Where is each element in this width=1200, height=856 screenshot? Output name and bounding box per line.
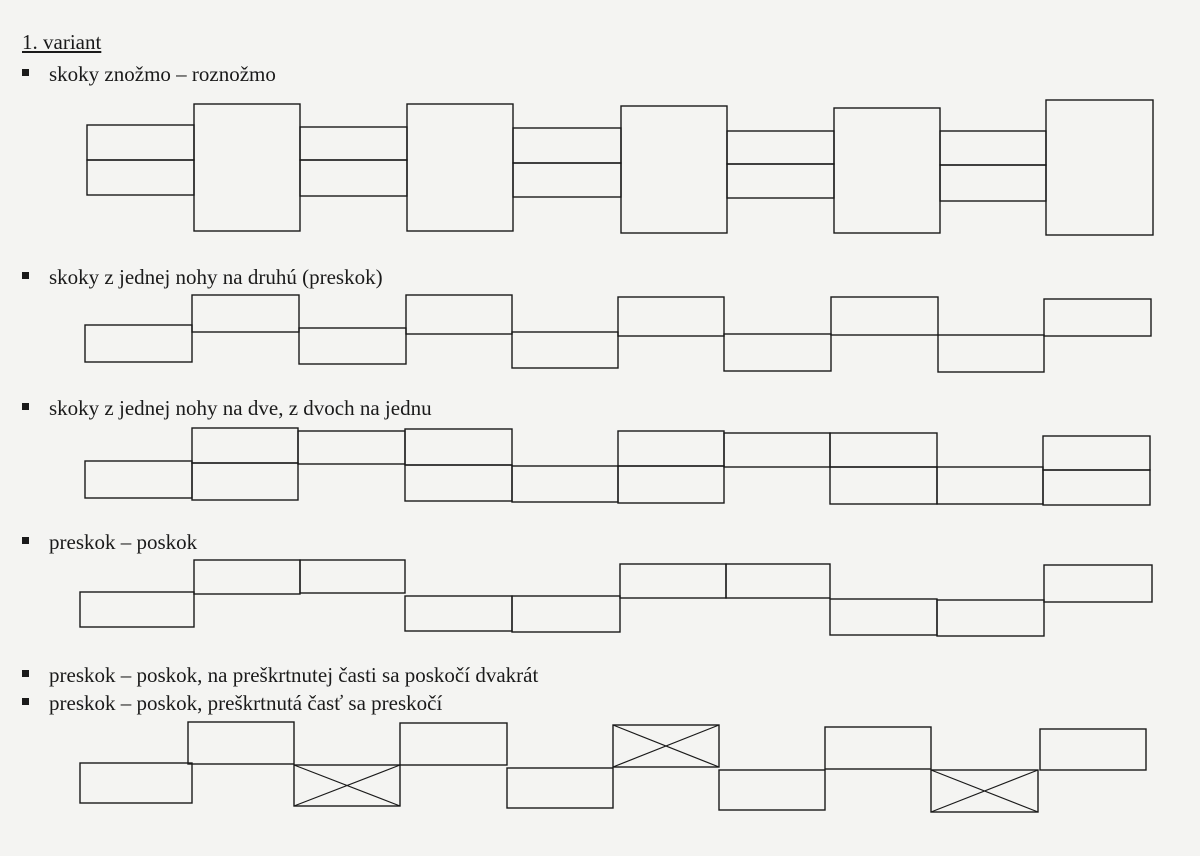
exercise-label: skoky z jednej nohy na druhú (preskok) xyxy=(49,265,383,289)
bottom-square xyxy=(829,598,938,636)
tall-square xyxy=(193,103,301,232)
pair-square-bottom xyxy=(939,164,1047,202)
top-square xyxy=(405,294,513,335)
top-square xyxy=(399,722,508,766)
pair-square-bottom xyxy=(86,159,195,196)
bottom-square xyxy=(84,324,193,363)
bottom-square xyxy=(506,767,614,809)
pair-square-top xyxy=(1042,435,1151,471)
crossed-square xyxy=(293,764,401,807)
top-square xyxy=(193,559,301,595)
exercise-item: preskok – poskok, na preškrtnutej časti … xyxy=(22,663,538,688)
top-square xyxy=(619,563,727,599)
top-square xyxy=(725,563,831,599)
pair-square-bottom xyxy=(512,162,622,198)
pair-square-bottom xyxy=(191,462,299,501)
exercise-label: preskok – poskok, na preškrtnutej časti … xyxy=(49,663,539,687)
top-square xyxy=(299,559,406,594)
tall-square xyxy=(1045,99,1154,236)
bullet-icon xyxy=(22,537,29,544)
top-square xyxy=(830,296,939,336)
pair-square-top xyxy=(86,124,195,161)
single-square xyxy=(297,430,406,465)
diagram-skip-hop xyxy=(79,559,1153,637)
exercise-item: preskok – poskok xyxy=(22,530,197,555)
exercise-item: skoky znožmo – roznožmo xyxy=(22,62,276,87)
exercise-label: preskok – poskok, preškrtnutá časť sa pr… xyxy=(49,691,443,715)
bottom-square xyxy=(511,331,619,369)
bullet-icon xyxy=(22,698,29,705)
pair-square-bottom xyxy=(1042,469,1151,506)
pair-square-bottom xyxy=(404,464,513,502)
bottom-square xyxy=(79,591,195,628)
top-square xyxy=(824,726,932,770)
pair-square-top xyxy=(299,126,408,161)
exercise-item: skoky z jednej nohy na druhú (preskok) xyxy=(22,265,383,290)
exercise-label: skoky znožmo – roznožmo xyxy=(49,62,276,86)
bottom-square xyxy=(718,769,826,811)
top-square xyxy=(187,721,295,765)
bottom-square xyxy=(404,595,513,632)
exercise-item: preskok – poskok, preškrtnutá časť sa pr… xyxy=(22,691,442,716)
pair-square-top xyxy=(191,427,299,464)
pair-square-top xyxy=(939,130,1047,166)
cross-mark xyxy=(612,724,720,768)
pair-square-top xyxy=(617,430,725,467)
top-square xyxy=(1043,298,1152,337)
pair-square-bottom xyxy=(726,163,835,199)
single-square xyxy=(84,460,193,499)
pair-square-top xyxy=(829,432,938,468)
pair-square-top xyxy=(726,130,835,165)
single-square xyxy=(723,432,831,468)
bottom-square xyxy=(936,599,1045,637)
bullet-icon xyxy=(22,403,29,410)
pair-square-top xyxy=(512,127,622,164)
diagram-one-two-legs xyxy=(84,427,1151,506)
diagram-jumps-together-apart xyxy=(86,99,1154,236)
pair-square-top xyxy=(404,428,513,466)
bottom-square xyxy=(511,595,621,633)
tall-square xyxy=(620,105,728,234)
diagram-skip-hop-crossed xyxy=(79,721,1147,813)
exercise-item: skoky z jednej nohy na dve, z dvoch na j… xyxy=(22,396,432,421)
bottom-square xyxy=(723,333,832,372)
tall-square xyxy=(833,107,941,234)
bottom-square xyxy=(937,334,1045,373)
variant-title: 1. variant xyxy=(22,30,102,54)
top-square xyxy=(191,294,300,333)
pair-square-bottom xyxy=(299,159,408,197)
top-square xyxy=(1043,564,1153,603)
exercise-label: preskok – poskok xyxy=(49,530,198,554)
crossed-square xyxy=(612,724,720,768)
top-square xyxy=(617,296,725,337)
cross-mark xyxy=(930,769,1039,813)
bullet-icon xyxy=(22,69,29,76)
crossed-square xyxy=(930,769,1039,813)
pair-square-bottom xyxy=(829,466,938,505)
cross-mark xyxy=(293,764,401,807)
single-square xyxy=(511,465,619,503)
tall-square xyxy=(406,103,514,232)
bottom-square xyxy=(298,327,407,365)
top-square xyxy=(1039,728,1147,771)
exercise-label: skoky z jednej nohy na dve, z dvoch na j… xyxy=(49,396,432,420)
bottom-square xyxy=(79,762,193,804)
single-square xyxy=(936,466,1044,505)
pair-square-bottom xyxy=(617,465,725,504)
diagram-alternating-legs xyxy=(84,294,1152,373)
bullet-icon xyxy=(22,670,29,677)
bullet-icon xyxy=(22,272,29,279)
